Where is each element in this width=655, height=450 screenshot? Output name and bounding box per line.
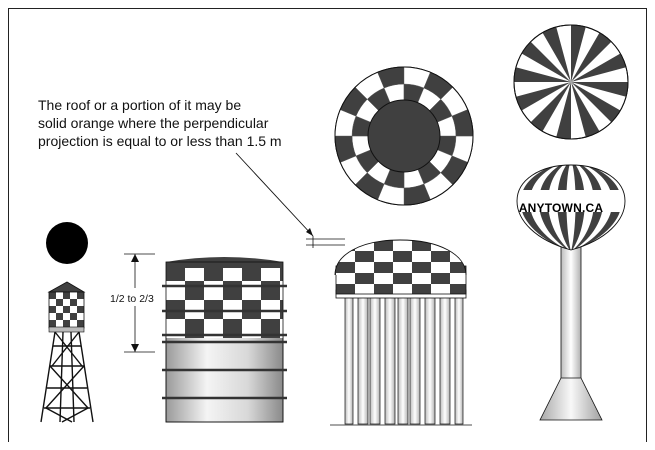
note-line-3: projection is equal to or less than 1.5 … <box>38 133 282 149</box>
support-column <box>397 295 409 425</box>
roof-plan-checkered-ring <box>334 66 474 206</box>
radial-stripe <box>521 41 571 82</box>
balloon-stripe <box>520 165 571 250</box>
note-line-1: The roof or a portion of it may be <box>38 97 242 113</box>
radial-stripe <box>556 82 571 139</box>
radial-stripe <box>571 25 586 82</box>
support-column <box>409 295 421 425</box>
radial-stripe <box>571 82 621 123</box>
proportion-dimension <box>124 253 155 353</box>
balloon-stripe <box>538 165 571 250</box>
radial-stripe <box>571 32 612 82</box>
radial-stripe <box>515 82 571 111</box>
standpipe-tank <box>162 257 287 423</box>
balloon-stripe <box>571 165 604 250</box>
balloon-stripe <box>571 165 622 250</box>
support-column <box>384 295 396 425</box>
support-column <box>454 295 464 425</box>
dome-multi-leg-tower <box>330 239 472 426</box>
radial-stripe <box>571 82 600 138</box>
roof-plan-radial-stripes <box>513 24 629 140</box>
support-column <box>344 295 354 425</box>
radial-stripe <box>571 82 628 97</box>
small-lattice-water-tower <box>40 281 94 423</box>
support-column <box>424 295 436 425</box>
note-line-2: solid orange where the perpendicular <box>38 115 269 131</box>
support-column <box>369 295 381 425</box>
radial-stripe <box>542 26 571 82</box>
roof-plan-solid-circle <box>46 222 88 264</box>
figure-frame <box>8 8 647 442</box>
radial-stripe <box>514 67 571 82</box>
support-column <box>357 295 369 425</box>
roof-projection-marker <box>306 236 345 248</box>
roof-color-note: The roof or a portion of it may be solid… <box>38 96 338 150</box>
radial-stripe <box>571 53 627 82</box>
tower-sign-text: ANYTOWN.CA <box>518 201 604 215</box>
support-column <box>439 295 451 425</box>
leader-arrow <box>235 152 314 237</box>
balloon-pedestal-tower <box>516 164 626 421</box>
proportion-label: 1/2 to 2/3 <box>110 293 154 305</box>
radial-stripe <box>530 82 571 132</box>
